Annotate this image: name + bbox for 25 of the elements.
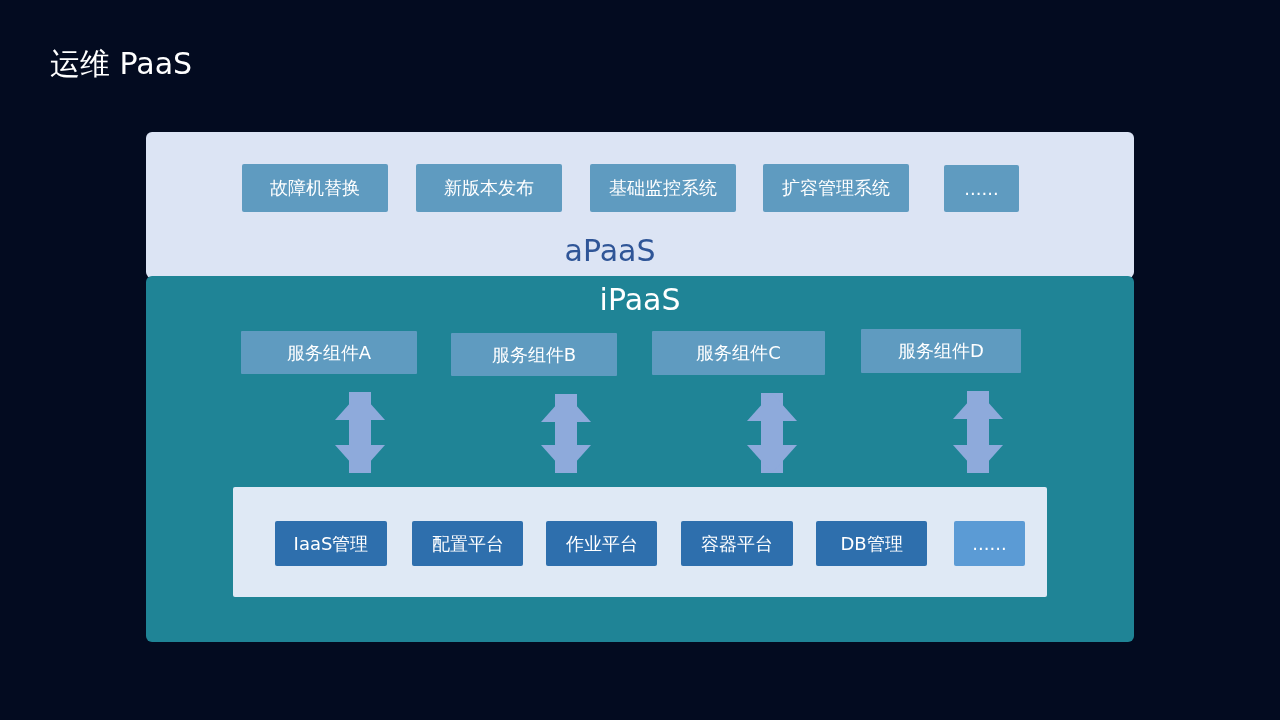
service-box: 服务组件B <box>451 333 617 376</box>
platform-box: 配置平台 <box>412 521 523 566</box>
service-box: 服务组件A <box>241 331 417 374</box>
platform-box: DB管理 <box>816 521 927 566</box>
double-arrow <box>747 393 797 473</box>
module-box: 扩容管理系统 <box>763 164 909 212</box>
ipaas-panel <box>146 276 1134 642</box>
slide-title: 运维 PaaS <box>50 45 193 83</box>
service-box: 服务组件D <box>861 329 1021 373</box>
service-box: 服务组件C <box>652 331 825 375</box>
platform-panel <box>233 487 1047 597</box>
layer-heading: iPaaS <box>598 282 682 317</box>
platform-box: ...... <box>954 521 1025 566</box>
platform-box: IaaS管理 <box>275 521 387 566</box>
apaas-panel <box>146 132 1134 278</box>
double-arrow <box>953 391 1003 473</box>
platform-box: 作业平台 <box>546 521 657 566</box>
module-box: 基础监控系统 <box>590 164 736 212</box>
platform-box: 容器平台 <box>681 521 793 566</box>
layer-heading: aPaaS <box>563 233 657 268</box>
module-box: ...... <box>944 165 1019 212</box>
module-box: 新版本发布 <box>416 164 562 212</box>
double-arrow <box>335 392 385 473</box>
module-box: 故障机替换 <box>242 164 388 212</box>
double-arrow <box>541 394 591 473</box>
